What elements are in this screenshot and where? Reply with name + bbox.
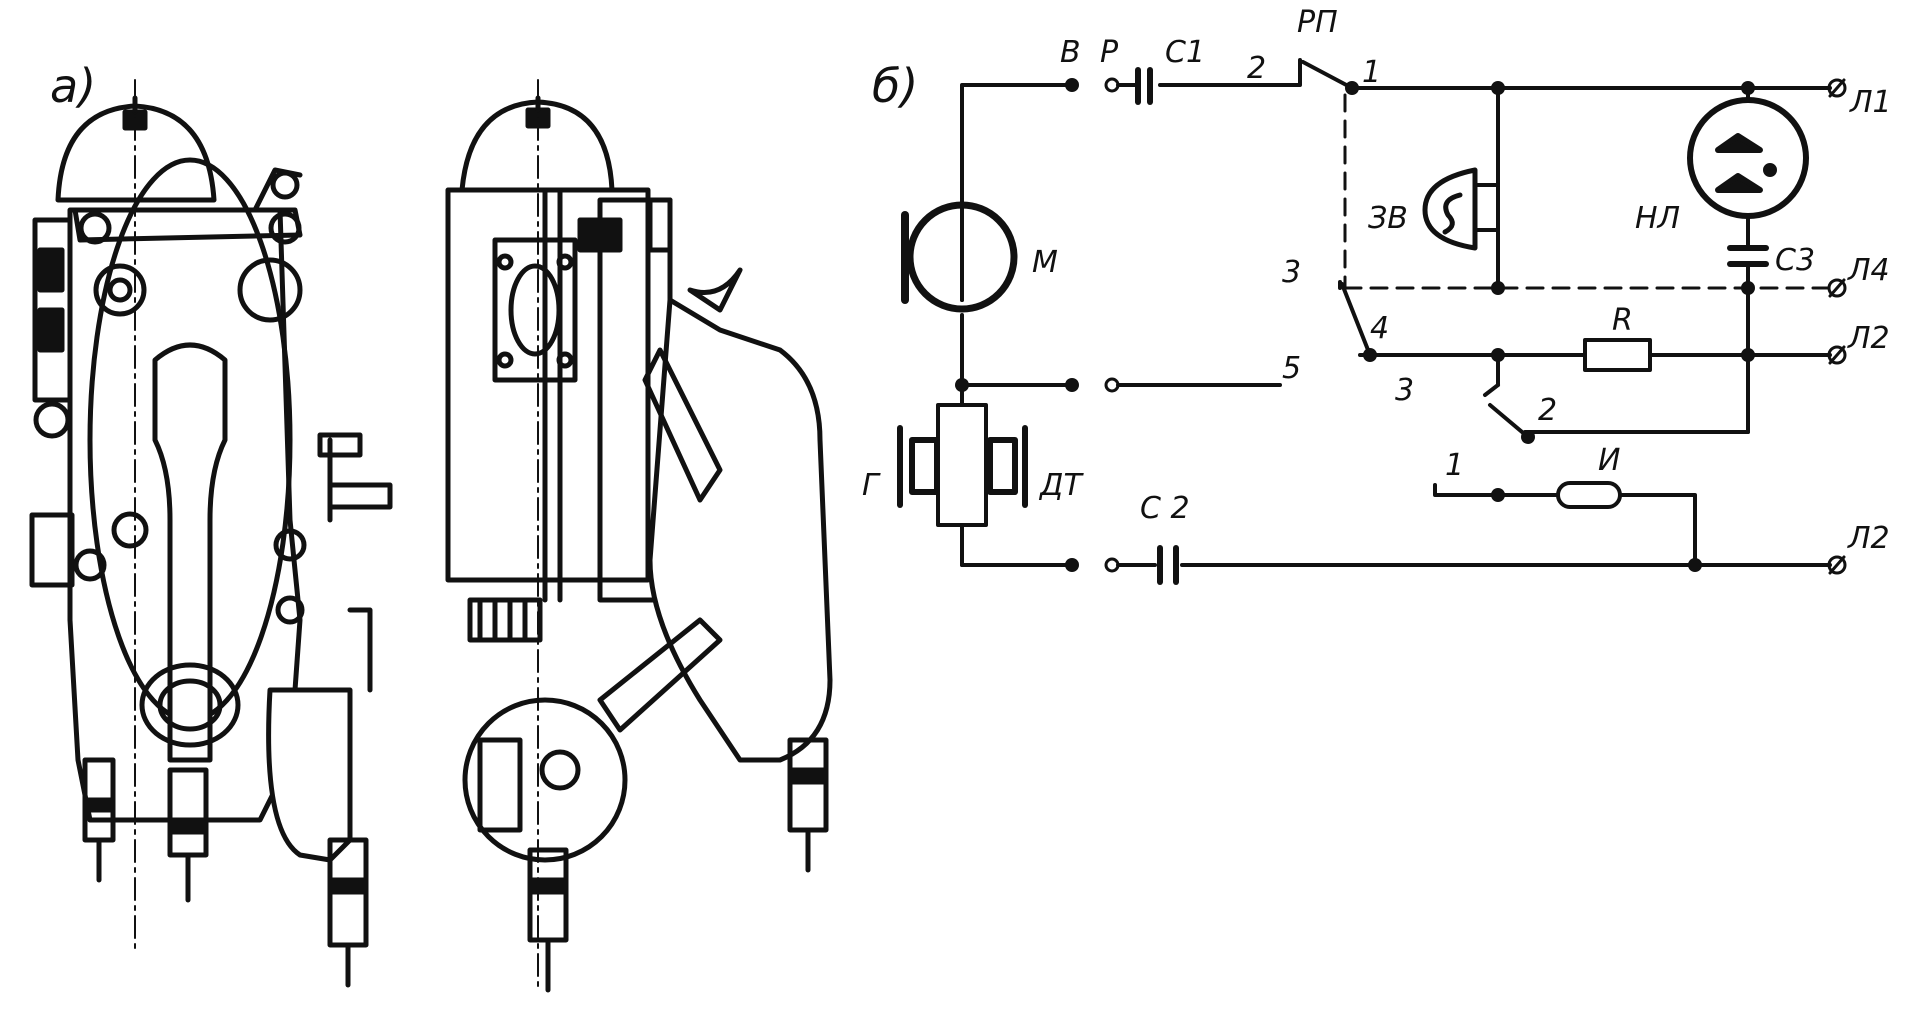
label-RP: РП [1297,5,1338,40]
panel-b-label: б) [872,59,918,113]
label-rp-1: 1 [1362,55,1381,90]
label-switch-5: 5 [1282,351,1301,386]
label-V: В [1060,35,1081,70]
device-front-view [29,79,393,988]
capacitor-C3 [1727,245,1769,267]
capacitor-C1 [1135,67,1153,105]
neon-lamp-NL [1687,97,1809,219]
wire-mic-bottom [960,313,1074,387]
label-switch-3-top: 3 [1282,255,1301,290]
switch-3-4-blade [1340,282,1372,357]
transducer-G-DT [897,425,1028,508]
label-NL: НЛ [1635,201,1680,236]
label-DT: ДТ [1038,468,1084,503]
label-C1: С1 [1165,35,1205,70]
label-R: R [1612,303,1633,338]
switch-2-blade [1488,403,1530,439]
label-switch-1: 1 [1445,448,1464,483]
label-switch-4: 4 [1370,311,1389,346]
front-handset-column [152,342,228,763]
label-R-contact: Р [1100,35,1119,70]
label-L2-top: Л2 [1847,321,1890,356]
label-L4: Л4 [1847,253,1890,288]
device-side-view [445,79,833,993]
label-M: М [1032,245,1058,280]
element-I [1556,481,1622,509]
label-ZV: ЗВ [1368,201,1408,236]
circuit-schematic: В Р С1 2 РП 1 Л1 ЗВ НЛ С3 Л4 М 3 4 R Л2 … [862,5,1892,585]
rp-switch-blade [1301,60,1354,90]
label-L2-bottom: Л2 [1847,521,1890,556]
label-C3: С3 [1775,243,1815,278]
microphone-M [901,201,1018,313]
bell-ZV [1422,167,1478,251]
label-C2: С 2 [1140,491,1190,526]
resistor-R [1583,338,1652,372]
open-terminals [1104,77,1847,575]
label-switch-2: 2 [1538,393,1557,428]
label-switch-3-low: 3 [1395,373,1414,408]
panel-a-label: а) [50,59,96,113]
label-G: Г [862,468,881,503]
label-L1: Л1 [1849,85,1892,120]
junction-dots [955,78,1755,572]
label-rp-2: 2 [1247,51,1266,86]
label-I: И [1598,443,1620,478]
capacitor-C2 [1157,545,1179,585]
side-handset [647,297,833,763]
side-main-body [445,187,651,583]
